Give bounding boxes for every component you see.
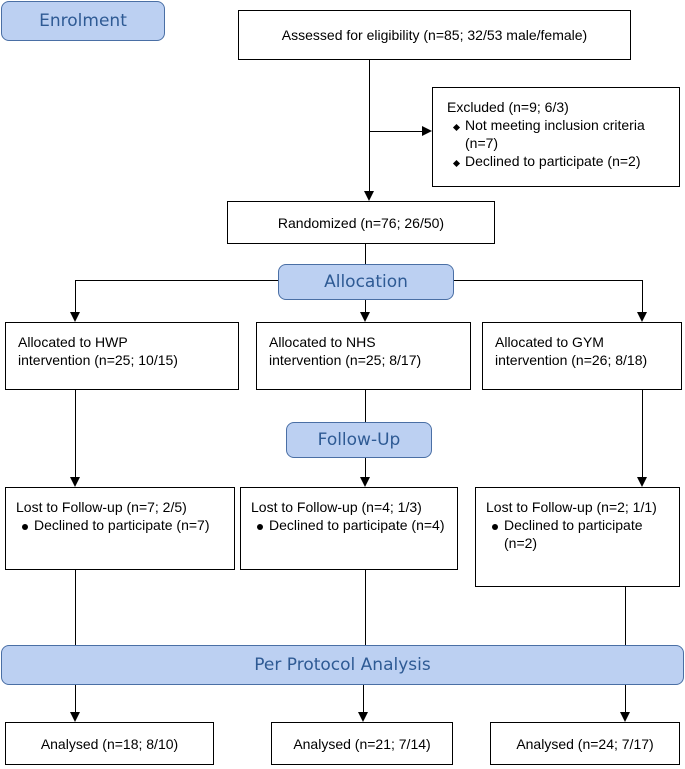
enrolment-stage-label: Enrolment [1,1,165,41]
diamond-bullet-icon [447,152,465,170]
allocated-line1: Allocated to HWP [18,334,128,350]
dot-bullet-icon [251,516,269,534]
lost-item: Declined to participate (n=4) [251,516,447,534]
lost-item: Declined to participate (n=2) [486,516,669,552]
lost-item-text: Declined to participate (n=2) [504,517,643,551]
arrow-down-icon [70,712,80,722]
dot-bullet-icon [486,516,504,534]
randomized-box: Randomized (n=76; 26/50) [227,201,495,244]
analysis-stage-label: Per Protocol Analysis [1,645,684,685]
allocated-line2: intervention (n=25; 10/15) [18,352,178,368]
dot-bullet-icon [16,516,34,534]
connector-line [369,60,370,191]
allocated-line2: intervention (n=26; 8/18) [495,352,648,368]
analysed-box-gym: Analysed (n=24; 7/17) [490,722,680,765]
connector-line [625,685,626,712]
excluded-item-text: Declined to participate (n=2) [465,153,641,169]
connector-line [642,390,643,477]
allocated-box-gym: Allocated to GYM intervention (n=26; 8/1… [482,322,682,390]
connector-line [365,244,366,264]
followup-stage-label: Follow-Up [286,422,432,458]
analysed-box-hwp: Analysed (n=18; 8/10) [5,722,214,765]
allocated-box-hwp: Allocated to HWP intervention (n=25; 10/… [5,322,239,390]
lost-title: Lost to Follow-up (n=7; 2/5) [16,499,187,515]
lost-item: Declined to participate (n=7) [16,516,224,534]
arrow-down-icon [637,312,647,322]
allocated-line2: intervention (n=25; 8/17) [269,352,422,368]
randomized-text: Randomized (n=76; 26/50) [277,214,445,231]
excluded-title: Excluded (n=9; 6/3) [447,99,569,115]
arrow-down-icon [70,477,80,487]
analysed-text: Analysed (n=24; 7/17) [516,735,654,752]
analysed-text: Analysed (n=21; 7/14) [293,735,431,752]
allocated-line1: Allocated to GYM [495,334,604,350]
allocation-stage-label: Allocation [278,264,454,300]
allocated-box-nhs: Allocated to NHS intervention (n=25; 8/1… [256,322,471,390]
arrow-right-icon [422,126,432,136]
assessed-box: Assessed for eligibility (n=85; 32/53 ma… [238,10,631,60]
connector-line [75,570,76,645]
lost-item-text: Declined to participate (n=7) [34,517,210,533]
connector-line [365,570,366,645]
arrow-down-icon [358,712,368,722]
assessed-text: Assessed for eligibility (n=85; 32/53 ma… [281,27,588,43]
excluded-item-text: Not meeting inclusion criteria (n=7) [465,117,645,151]
connector-line [365,458,366,477]
connector-line [363,685,364,712]
connector-line [625,587,626,645]
lost-title: Lost to Follow-up (n=2; 1/1) [486,499,657,515]
arrow-down-icon [364,191,374,201]
analysed-text: Analysed (n=18; 8/10) [40,735,179,752]
lost-item-text: Declined to participate (n=4) [269,517,445,533]
connector-line [75,280,278,281]
connector-line [365,300,366,312]
connector-line [365,390,366,422]
lost-box-gym: Lost to Follow-up (n=2; 1/1) Declined to… [475,487,680,587]
excluded-item: Declined to participate (n=2) [447,152,669,170]
connector-line [75,390,76,477]
lost-box-nhs: Lost to Follow-up (n=4; 1/3) Declined to… [240,487,458,570]
arrow-down-icon [360,477,370,487]
diamond-bullet-icon [447,116,465,134]
arrow-down-icon [70,312,80,322]
lost-box-hwp: Lost to Follow-up (n=7; 2/5) Declined to… [5,487,235,570]
arrow-down-icon [620,712,630,722]
connector-line [369,131,422,132]
allocated-line1: Allocated to NHS [269,334,376,350]
connector-line [75,685,76,712]
connector-line [454,280,643,281]
connector-line [642,280,643,312]
excluded-box: Excluded (n=9; 6/3) Not meeting inclusio… [432,87,680,187]
connector-line [75,280,76,312]
excluded-item: Not meeting inclusion criteria (n=7) [447,116,669,152]
arrow-down-icon [637,477,647,487]
analysed-box-nhs: Analysed (n=21; 7/14) [271,722,453,765]
arrow-down-icon [360,312,370,322]
lost-title: Lost to Follow-up (n=4; 1/3) [251,499,422,515]
